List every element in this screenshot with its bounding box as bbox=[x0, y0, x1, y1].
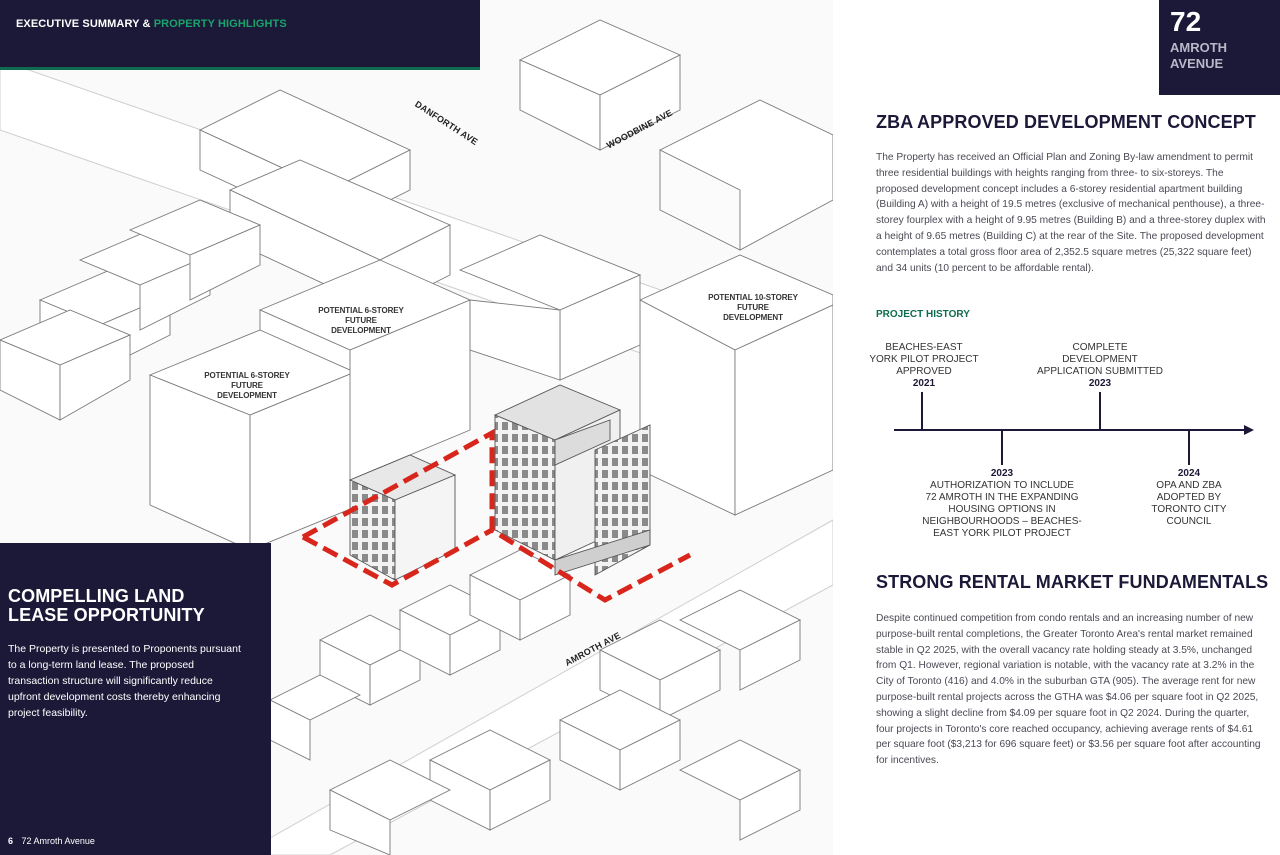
timeline-event-2021: BEACHES-EAST YORK PILOT PROJECT APPROVED… bbox=[864, 342, 984, 390]
isometric-map bbox=[0, 19, 833, 855]
timeline-event-2023a-line4: NEIGHBOURHOODS – BEACHES- bbox=[922, 516, 1082, 527]
address-street: AMROTH AVENUE bbox=[1170, 40, 1227, 72]
section-header-band: EXECUTIVE SUMMARY & PROPERTY HIGHLIGHTS bbox=[0, 0, 480, 70]
timeline-event-2024: 2024 OPA AND ZBA ADOPTED BY TORONTO CITY… bbox=[1134, 468, 1244, 528]
land-lease-body: The Property is presented to Proponents … bbox=[8, 643, 241, 719]
future-development-label-10-line2: DEVELOPMENT bbox=[723, 313, 783, 322]
timeline-year-2023-b: 2023 bbox=[1088, 378, 1112, 389]
timeline-event-2023a-line5: EAST YORK PILOT PROJECT bbox=[933, 528, 1071, 539]
land-lease-title: COMPELLING LAND LEASE OPPORTUNITY bbox=[8, 587, 263, 625]
page-footer: 6 72 Amroth Avenue bbox=[8, 836, 95, 846]
timeline-event-2024-line1: OPA AND ZBA bbox=[1156, 480, 1222, 491]
timeline-event-2021-line2: YORK PILOT PROJECT bbox=[869, 354, 979, 365]
breadcrumb-highlight: PROPERTY HIGHLIGHTS bbox=[153, 18, 287, 30]
timeline-event-2023-authorization: 2023 AUTHORIZATION TO INCLUDE 72 AMROTH … bbox=[917, 468, 1087, 540]
future-development-label-10: POTENTIAL 10-STOREY FUTURE DEVELOPMENT bbox=[697, 293, 809, 323]
land-lease-title-line1: COMPELLING LAND bbox=[8, 586, 185, 606]
land-lease-panel: COMPELLING LAND LEASE OPPORTUNITY The Pr… bbox=[0, 543, 271, 855]
timeline-event-2023a-line1: AUTHORIZATION TO INCLUDE bbox=[930, 480, 1074, 491]
future-development-label-6a-line2: DEVELOPMENT bbox=[331, 326, 391, 335]
future-development-label-6a-line1: POTENTIAL 6-STOREY FUTURE bbox=[318, 306, 404, 325]
land-lease-title-line2: LEASE OPPORTUNITY bbox=[8, 605, 205, 625]
timeline-event-2023a-line2: 72 AMROTH IN THE EXPANDING bbox=[925, 492, 1079, 503]
breadcrumb-connector: & bbox=[142, 18, 151, 30]
address-badge: 72 AMROTH AVENUE bbox=[1159, 0, 1280, 95]
timeline-event-2023b-line2: DEVELOPMENT bbox=[1062, 354, 1138, 365]
zba-section-title: ZBA APPROVED DEVELOPMENT CONCEPT bbox=[876, 112, 1256, 132]
page-footer-label: 72 Amroth Avenue bbox=[21, 836, 95, 846]
timeline-event-2024-line2: ADOPTED BY bbox=[1156, 492, 1222, 503]
future-development-label-6b: POTENTIAL 6-STOREY FUTURE DEVELOPMENT bbox=[192, 371, 302, 401]
timeline-event-2023b-line1: COMPLETE bbox=[1072, 342, 1128, 353]
rental-section-title: STRONG RENTAL MARKET FUNDAMENTALS bbox=[876, 572, 1269, 592]
timeline-event-2021-line3: APPROVED bbox=[896, 366, 952, 377]
timeline-year-2021: 2021 bbox=[912, 378, 936, 389]
project-history-timeline: BEACHES-EAST YORK PILOT PROJECT APPROVED… bbox=[860, 335, 1270, 550]
timeline-event-2024-line3: TORONTO CITY bbox=[1151, 504, 1227, 515]
timeline-event-2023a-line3: HOUSING OPTIONS IN bbox=[948, 504, 1056, 515]
rental-section-body: Despite continued competition from condo… bbox=[876, 613, 1261, 767]
building-a bbox=[493, 384, 651, 576]
timeline-axis bbox=[894, 392, 1254, 465]
future-development-label-6b-line2: DEVELOPMENT bbox=[217, 391, 277, 400]
future-development-label-6a: POTENTIAL 6-STOREY FUTURE DEVELOPMENT bbox=[306, 306, 416, 336]
timeline-event-2021-line1: BEACHES-EAST bbox=[885, 342, 963, 353]
timeline-event-2024-line4: COUNCIL bbox=[1166, 516, 1212, 527]
breadcrumb: EXECUTIVE SUMMARY & PROPERTY HIGHLIGHTS bbox=[16, 18, 287, 30]
timeline-year-2024: 2024 bbox=[1177, 468, 1201, 479]
future-development-label-10-line1: POTENTIAL 10-STOREY FUTURE bbox=[708, 293, 798, 312]
timeline-event-2023-application: COMPLETE DEVELOPMENT APPLICATION SUBMITT… bbox=[1030, 342, 1170, 390]
zba-section-body: The Property has received an Official Pl… bbox=[876, 152, 1266, 274]
project-history-title: PROJECT HISTORY bbox=[876, 309, 970, 320]
address-street-line1: AMROTH bbox=[1170, 40, 1228, 55]
address-street-line2: AVENUE bbox=[1170, 56, 1224, 71]
site-massing-illustration: DANFORTH AVE WOODBINE AVE AMROTH AVE POT… bbox=[0, 19, 833, 855]
timeline-year-2023-a: 2023 bbox=[990, 468, 1014, 479]
future-development-label-6b-line1: POTENTIAL 6-STOREY FUTURE bbox=[204, 371, 290, 390]
timeline-event-2023b-line3: APPLICATION SUBMITTED bbox=[1037, 366, 1163, 377]
breadcrumb-section: EXECUTIVE SUMMARY bbox=[16, 18, 140, 30]
context-buildings bbox=[0, 19, 833, 855]
page-number: 6 bbox=[8, 836, 14, 846]
address-number: 72 bbox=[1170, 6, 1202, 37]
